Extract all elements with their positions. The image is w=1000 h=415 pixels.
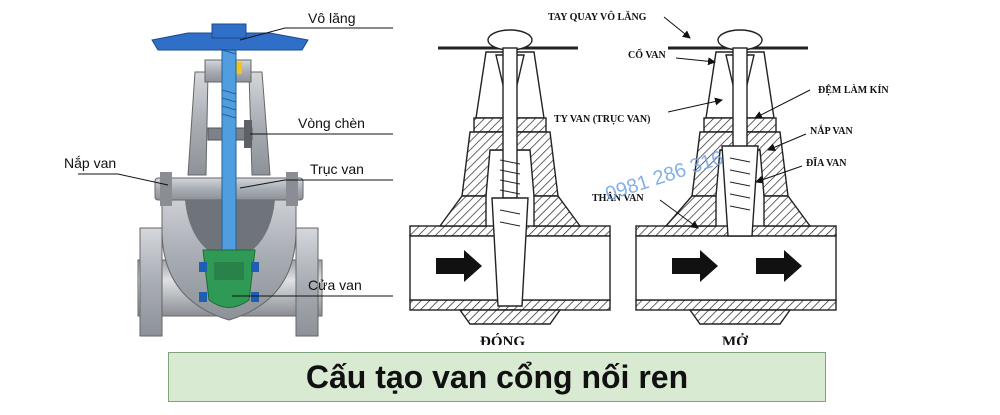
label-bonnet-schematic: NẮP VAN <box>810 124 853 137</box>
label-handwheel-schematic: TAY QUAY VÔ LĂNG <box>548 10 647 23</box>
state-closed: ĐÓNG <box>480 333 525 345</box>
page-title: Cấu tạo van cổng nối ren <box>305 358 689 395</box>
label-gate: Cửa van <box>308 277 362 293</box>
label-stem-schematic: TY VAN (TRỤC VAN) <box>554 114 650 125</box>
label-handwheel: Vô lăng <box>308 10 355 26</box>
schematic-closed <box>409 29 611 325</box>
label-stem: Trục van <box>310 161 364 177</box>
schematic-open <box>635 29 837 325</box>
label-neck: CỔ VAN <box>628 48 666 61</box>
gate-valve-diagram: Vô lăng Vòng chèn Nắp van Trục van Cửa v… <box>64 10 889 345</box>
label-disc: ĐĨA VAN <box>806 157 847 169</box>
label-body: THÂN VAN <box>592 192 644 204</box>
label-packing: Vòng chèn <box>298 115 365 131</box>
label-bonnet: Nắp van <box>64 155 116 171</box>
label-seal: ĐỆM LÀM KÍN <box>818 83 889 96</box>
state-open: MỞ <box>722 333 748 345</box>
title-banner: Cấu tạo van cổng nối ren <box>168 352 826 402</box>
